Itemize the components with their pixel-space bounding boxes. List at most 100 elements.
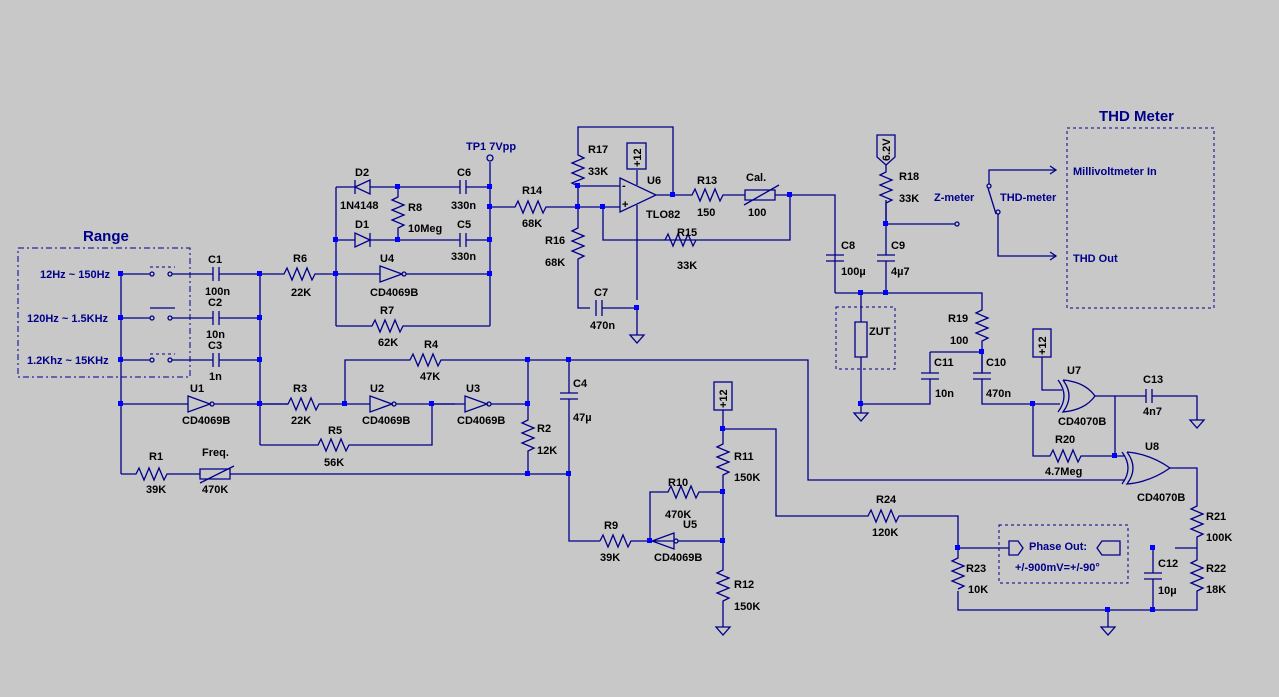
r2-resistor xyxy=(520,360,536,474)
r18-label: R18 xyxy=(899,171,919,183)
c9-label: C9 xyxy=(891,240,905,252)
u3-label: U3 xyxy=(466,383,480,395)
ground-icon xyxy=(714,626,732,636)
range-box xyxy=(17,247,191,378)
c7-label: C7 xyxy=(594,287,608,299)
diode-network xyxy=(336,154,494,326)
cal-label: Cal. xyxy=(746,172,766,184)
r1-freq-resistors xyxy=(121,466,569,482)
u2-value: CD4069B xyxy=(362,415,410,427)
u3-value: CD4069B xyxy=(457,415,505,427)
r9-u5 xyxy=(599,532,675,550)
u8-label: U8 xyxy=(1145,441,1159,453)
r14-label: R14 xyxy=(522,185,543,197)
u4-inverter xyxy=(335,187,490,326)
r14-value: 68K xyxy=(522,218,542,230)
r17-value: 33K xyxy=(588,166,608,178)
r2-value: 12K xyxy=(537,445,557,457)
r4-value: 47K xyxy=(420,371,440,383)
u5-value: CD4069B xyxy=(654,552,702,564)
u6-plus: + xyxy=(622,199,628,211)
phase-out-scale: +/-900mV=+/-90° xyxy=(1015,562,1100,574)
r7-resistor xyxy=(336,318,490,334)
u6-label: U6 xyxy=(647,175,661,187)
c8-capacitor xyxy=(826,254,844,262)
ground-icon xyxy=(1099,626,1117,636)
u1-value: CD4069B xyxy=(182,415,230,427)
r16-label: R16 xyxy=(545,235,565,247)
r3-value: 22K xyxy=(291,415,311,427)
c7-value: 470n xyxy=(590,320,615,332)
d2-value: 1N4148 xyxy=(340,200,379,212)
millivoltmeter-in: Millivoltmeter In xyxy=(1073,166,1157,178)
range-switches xyxy=(120,266,210,474)
rail-62v xyxy=(876,134,896,166)
tp1-label: TP1 7Vpp xyxy=(466,141,516,153)
c11-label: C11 xyxy=(934,357,954,369)
r17-resistor xyxy=(570,126,674,207)
r22-value: 18K xyxy=(1206,584,1226,596)
phase-out-box xyxy=(998,524,1129,584)
c13-value: 4n7 xyxy=(1143,406,1162,418)
c12-value: 10µ xyxy=(1158,585,1177,597)
c4-capacitor xyxy=(560,360,600,542)
r4-resistor xyxy=(344,352,1125,481)
u2-label: U2 xyxy=(370,383,384,395)
c2-value: 10n xyxy=(206,329,225,341)
r10-value: 470K xyxy=(665,509,691,521)
zut-resistor xyxy=(854,293,931,413)
r19-value: 100 xyxy=(950,335,968,347)
r24-value: 120K xyxy=(872,527,898,539)
c4-label: C4 xyxy=(573,378,588,390)
r16-c7 xyxy=(570,207,638,335)
range-label-3: 1.2Khz ~ 15KHz xyxy=(27,355,109,367)
u8-xor-gate xyxy=(1115,451,1172,485)
c10-value: 470n xyxy=(986,388,1011,400)
r5-resistor xyxy=(260,404,433,453)
c12-label: C12 xyxy=(1158,558,1178,570)
u1-label: U1 xyxy=(190,383,204,395)
cal-value: 100 xyxy=(748,207,766,219)
r24-label: R24 xyxy=(876,494,897,506)
r19-label: R19 xyxy=(948,313,968,325)
r18-value: 33K xyxy=(899,193,919,205)
c1-value: 100n xyxy=(205,286,230,298)
r10-resistor xyxy=(649,484,723,542)
r6-resistor xyxy=(260,266,336,282)
c3-label: C3 xyxy=(208,340,222,352)
thd-meter-title: THD Meter xyxy=(1099,108,1174,125)
c5-label: C5 xyxy=(457,219,471,231)
r11-label: R11 xyxy=(734,451,754,463)
r13-value: 150 xyxy=(697,207,715,219)
freq-value: 470K xyxy=(202,484,228,496)
r11-r12 xyxy=(715,410,777,627)
c10-label: C10 xyxy=(986,357,1006,369)
u7-value: CD4070B xyxy=(1058,416,1106,428)
r12-value: 150K xyxy=(734,601,760,613)
zut-box xyxy=(835,306,896,370)
r1-value: 39K xyxy=(146,484,166,496)
freq-label: Freq. xyxy=(202,447,229,459)
r15-value: 33K xyxy=(677,260,697,272)
r17-label: R17 xyxy=(588,144,608,156)
c2-label: C2 xyxy=(208,297,222,309)
r11-value: 150K xyxy=(734,472,760,484)
r24-r23 xyxy=(775,492,966,590)
r3-label: R3 xyxy=(293,383,307,395)
u7-label: U7 xyxy=(1067,365,1081,377)
phase-ports xyxy=(1008,540,1121,556)
c5-value: 330n xyxy=(451,251,476,263)
c9-value: 4µ7 xyxy=(891,266,910,278)
switch-wires xyxy=(987,169,1055,257)
c11-value: 10n xyxy=(935,388,954,400)
r12-label: R12 xyxy=(734,579,754,591)
r2-label: R2 xyxy=(537,423,551,435)
r8-value: 10Meg xyxy=(408,223,442,235)
ground-icon xyxy=(628,334,646,344)
u6-minus: - xyxy=(622,180,626,192)
phase-out-label: Phase Out: xyxy=(1029,541,1087,553)
c6-value: 330n xyxy=(451,200,476,212)
rail-p12-b: +12 xyxy=(1037,336,1049,355)
rail-box-1 xyxy=(626,142,647,170)
